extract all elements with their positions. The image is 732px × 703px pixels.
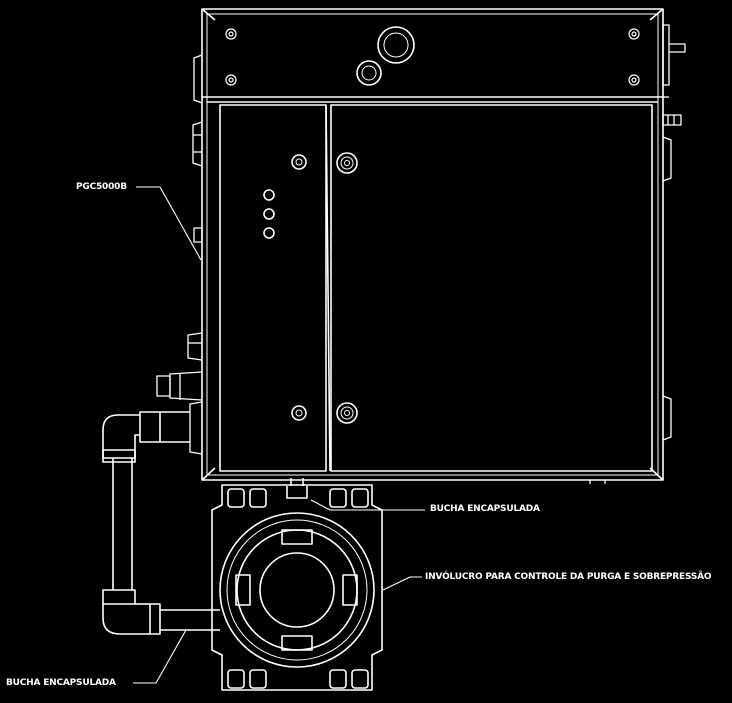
top-panel <box>202 26 663 103</box>
top-port-small <box>356 60 382 86</box>
bushing-top-label: BUCHA ENCAPSULADA <box>430 504 540 514</box>
leader-lines <box>133 186 425 684</box>
indicator-light-icon <box>263 208 275 220</box>
enclosure-label: INVÓLUCRO PARA CONTROLE DA PURGA E SOBRE… <box>425 572 712 582</box>
right-door <box>330 104 653 472</box>
left-side-fittings <box>156 54 203 455</box>
door-latch-icon <box>291 405 307 421</box>
purge-enclosure <box>211 478 383 691</box>
analyzer-cabinet <box>201 8 664 481</box>
model-label: PGC5000B <box>76 182 127 192</box>
left-door <box>219 104 331 472</box>
door-latch-icon <box>336 402 358 424</box>
indicator-light-icon <box>263 189 275 201</box>
right-side-fittings <box>589 24 686 484</box>
indicator-light-icon <box>263 227 275 239</box>
bushing-bottom-label: BUCHA ENCAPSULADA <box>6 678 116 688</box>
door-latch-icon <box>336 152 358 174</box>
top-port-large <box>377 26 415 64</box>
door-latch-icon <box>291 154 307 170</box>
purge-pipe <box>102 411 220 635</box>
panel-screw-icon <box>225 28 640 86</box>
